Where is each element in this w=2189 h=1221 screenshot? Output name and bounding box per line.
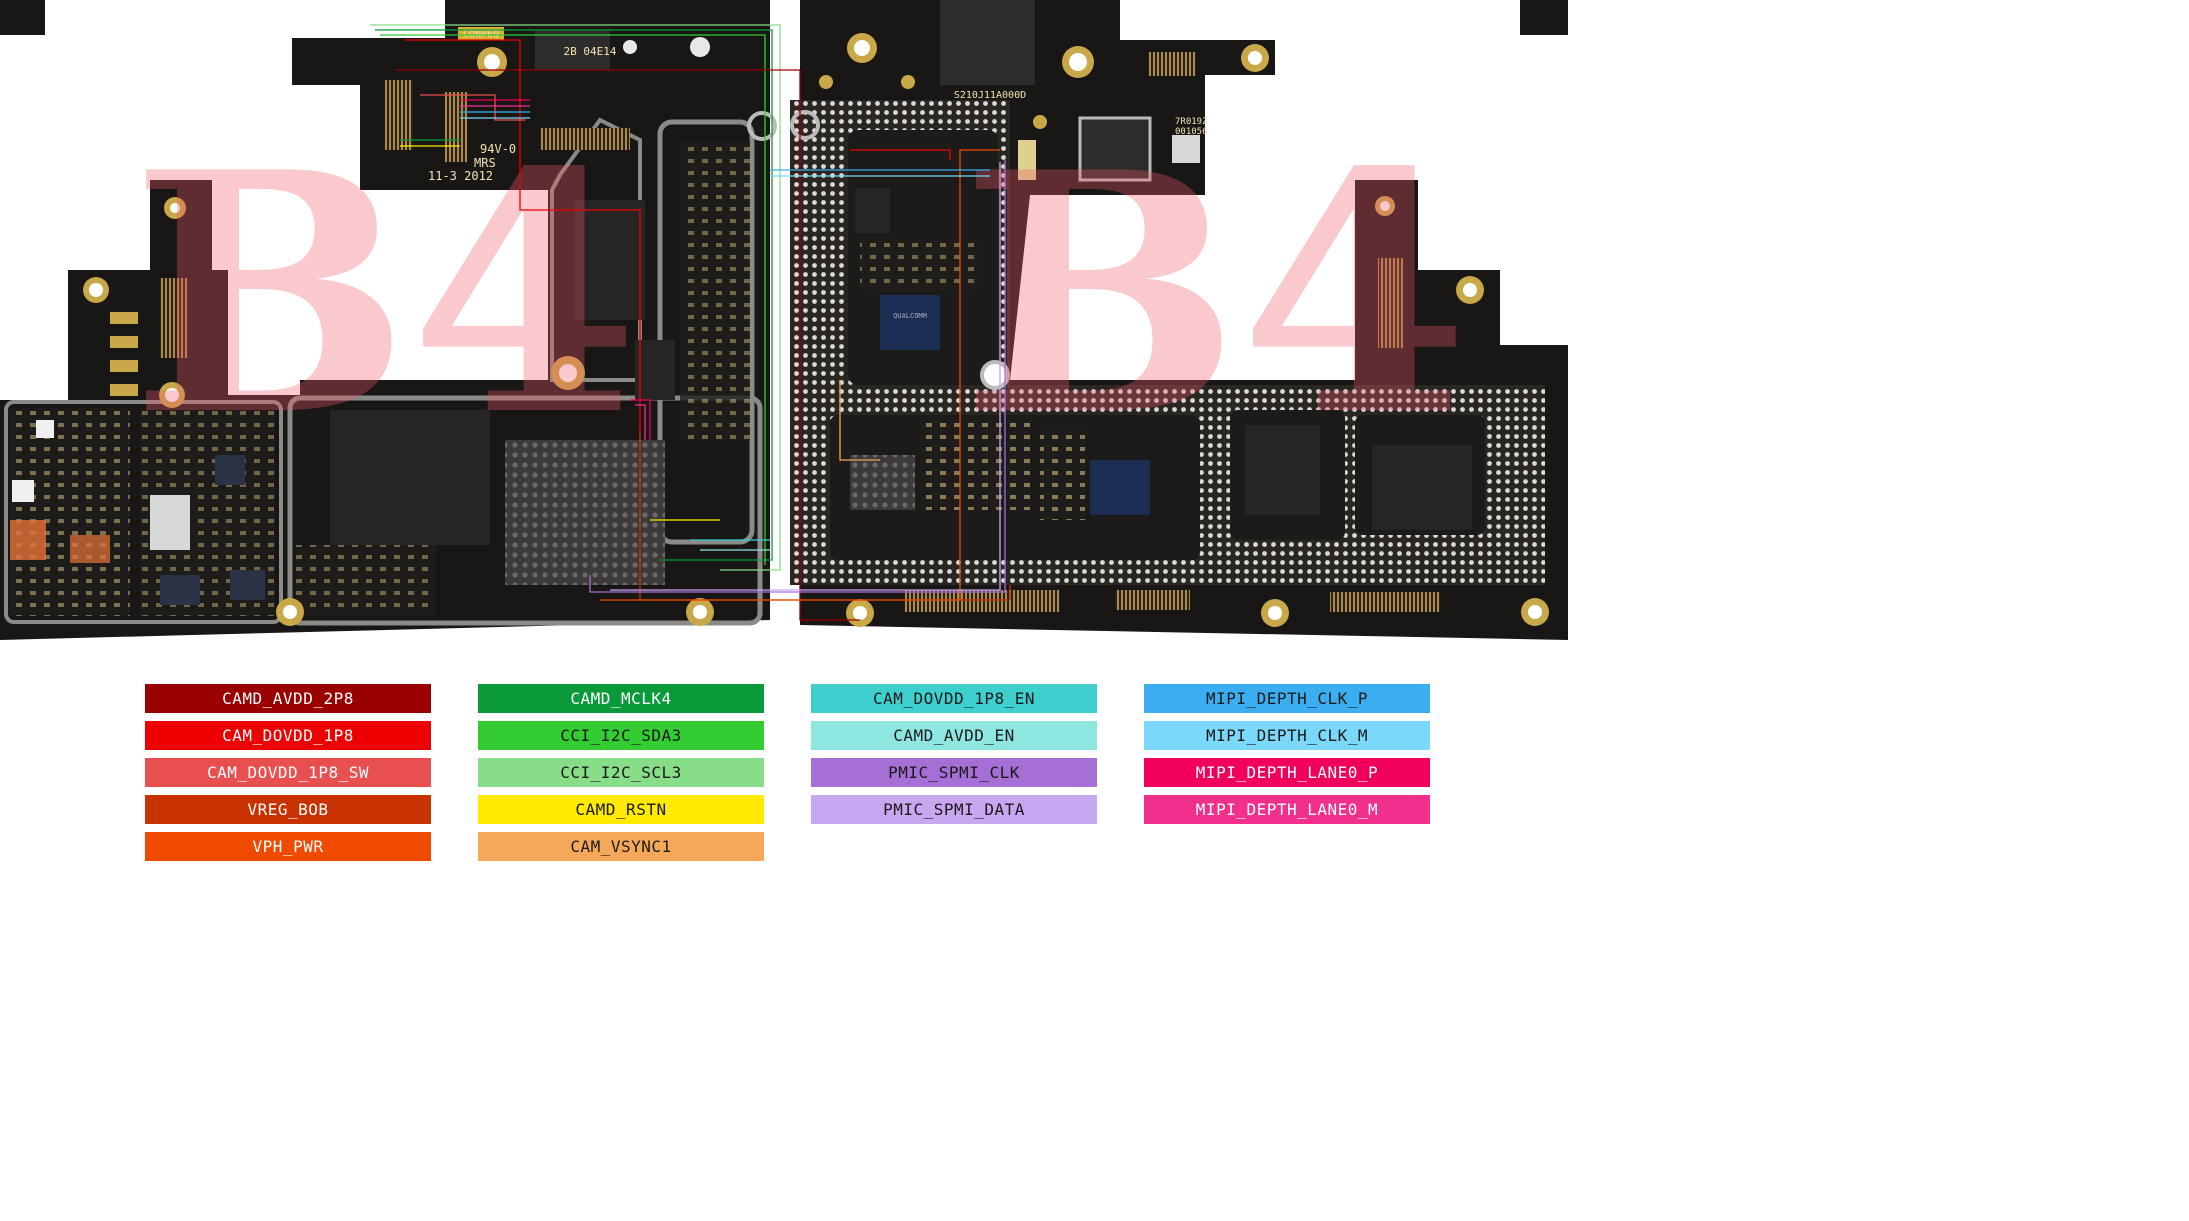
pcb-svg: CONPEQ 2B 04E14 94V-0 MRS 11-3 2012 QUAL…: [0, 0, 1568, 640]
watermark-right: B4: [961, 100, 1470, 488]
pcb-diagram: CONPEQ 2B 04E14 94V-0 MRS 11-3 2012 QUAL…: [0, 0, 1568, 650]
legend-item: CAM_VSYNC1: [478, 832, 764, 861]
right-board: QUALCOMM S210J11A000D 7R019: [790, 0, 1568, 640]
connector-code: 2B 04E14: [564, 45, 617, 58]
legend-item: CAM_DOVDD_1P8_SW: [145, 758, 431, 787]
ul-mark-2: MRS: [474, 156, 496, 170]
legend-item: MIPI_DEPTH_LANE0_M: [1144, 795, 1430, 824]
signal-traces: [370, 24, 1011, 621]
legend-item: CAMD_AVDD_2P8: [145, 684, 431, 713]
legend-column: MIPI_DEPTH_CLK_P MIPI_DEPTH_CLK_M MIPI_DEP…: [1144, 684, 1430, 832]
legend-item: VREG_BOB: [145, 795, 431, 824]
legend-item: CAMD_MCLK4: [478, 684, 764, 713]
part-code: S210J11A000D: [954, 90, 1026, 101]
legend-item: MIPI_DEPTH_LANE0_P: [1144, 758, 1430, 787]
legend-item: CAMD_RSTN: [478, 795, 764, 824]
legend-item: PMIC_SPMI_CLK: [811, 758, 1097, 787]
left-board: CONPEQ 2B 04E14 94V-0 MRS 11-3 2012: [0, 0, 777, 640]
legend-item: CAM_DOVDD_1P8_EN: [811, 684, 1097, 713]
legend-item: CAM_DOVDD_1P8: [145, 721, 431, 750]
legend-item: PMIC_SPMI_DATA: [811, 795, 1097, 824]
legend-item: MIPI_DEPTH_CLK_P: [1144, 684, 1430, 713]
legend-item: CCI_I2C_SDA3: [478, 721, 764, 750]
module-code-1: 7R019Z: [1175, 117, 1208, 127]
legend-item: VPH_PWR: [145, 832, 431, 861]
module-code-2: 001056: [1175, 127, 1208, 137]
svg-text:QUALCOMM: QUALCOMM: [893, 312, 927, 320]
date-code: 11-3 2012: [428, 169, 493, 183]
watermark: B4 B4: [131, 100, 1470, 488]
legend-item: MIPI_DEPTH_CLK_M: [1144, 721, 1430, 750]
legend-item: CCI_I2C_SCL3: [478, 758, 764, 787]
ul-mark-1: 94V-0: [480, 142, 516, 156]
legend-column: CAM_DOVDD_1P8_EN CAMD_AVDD_EN PMIC_SPMI_CL…: [811, 684, 1097, 832]
legend-item: CAMD_AVDD_EN: [811, 721, 1097, 750]
watermark-left: B4: [131, 100, 640, 488]
